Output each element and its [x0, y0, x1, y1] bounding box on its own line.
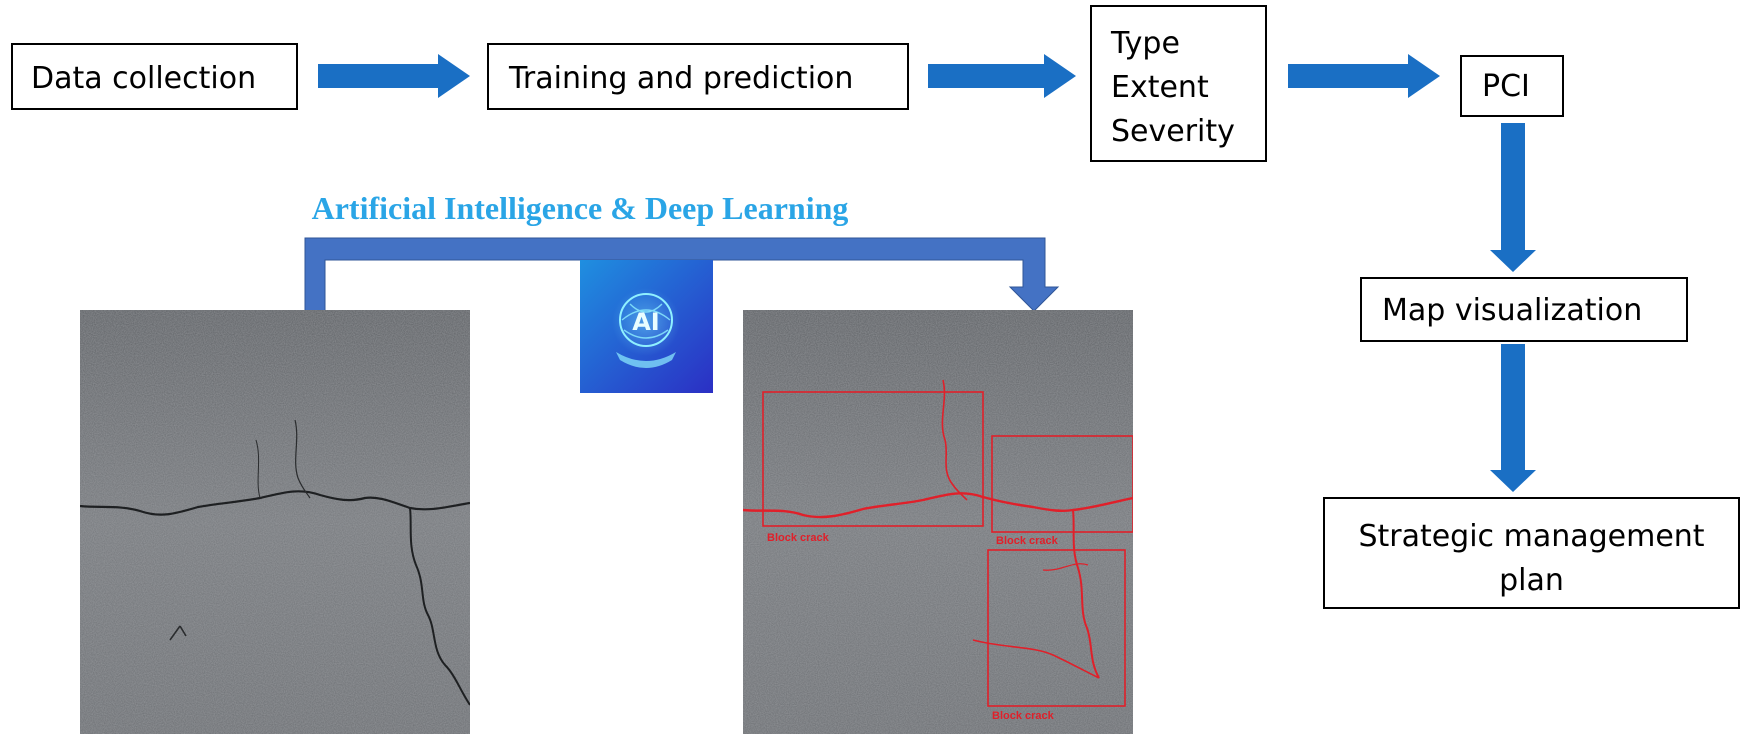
detection-label-3: Block crack	[992, 710, 1055, 722]
pavement-photo-original	[80, 310, 470, 734]
detection-box-1: Block crack	[762, 391, 984, 544]
arrow-down-1	[1490, 123, 1536, 272]
ai-brain-icon: AI	[580, 260, 713, 393]
type-extent-severity-box: Type Extent Severity	[1090, 5, 1267, 162]
pavement-photo-detected: Block crack Block crack Block crack	[743, 310, 1133, 734]
map-visualization-label: Map visualization	[1382, 293, 1643, 328]
arrow-right-2	[928, 54, 1076, 98]
detection-label-2: Block crack	[996, 535, 1059, 547]
strategic-plan-line2: plan	[1499, 563, 1564, 598]
pavement-crack-image	[80, 310, 470, 734]
ai-icon-tile: AI	[580, 260, 713, 393]
severity-label: Severity	[1111, 114, 1235, 149]
training-prediction-label: Training and prediction	[509, 61, 854, 96]
arrow-right-3	[1288, 54, 1440, 98]
pavement-detection-image: Block crack Block crack Block crack	[743, 310, 1133, 734]
detection-box-2: Block crack	[991, 435, 1133, 547]
strategic-plan-box: Strategic management plan	[1323, 497, 1740, 609]
arrow-right-1	[318, 54, 470, 98]
detection-label-1: Block crack	[767, 532, 830, 544]
type-label: Type	[1111, 26, 1180, 61]
arrow-down-2	[1490, 344, 1536, 492]
pci-box: PCI	[1460, 55, 1564, 117]
map-visualization-box: Map visualization	[1360, 277, 1688, 342]
ai-icon-text: AI	[632, 308, 660, 336]
strategic-plan-line1: Strategic management	[1358, 519, 1705, 554]
extent-label: Extent	[1111, 70, 1209, 105]
data-collection-box: Data collection	[11, 43, 298, 110]
detection-box-3: Block crack	[987, 549, 1126, 722]
data-collection-label: Data collection	[31, 61, 257, 96]
ai-dl-title: Artificial Intelligence & Deep Learning	[311, 190, 849, 226]
pci-label: PCI	[1482, 69, 1530, 104]
training-prediction-box: Training and prediction	[487, 43, 909, 110]
